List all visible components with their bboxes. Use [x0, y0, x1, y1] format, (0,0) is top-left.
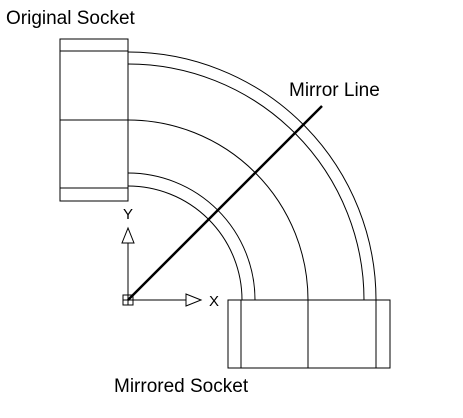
mirrored-socket-outline — [227, 299, 391, 369]
ucs-icon — [122, 243, 186, 306]
y-axis-label: Y — [123, 206, 133, 223]
mirrored-socket-label: Mirrored Socket — [114, 376, 249, 397]
mirror-line-label: Mirror Line — [289, 80, 380, 101]
original-socket — [59, 38, 129, 202]
original-socket-label: Original Socket — [6, 8, 136, 29]
mirror-line — [127, 105, 323, 301]
mirrored-socket — [227, 299, 391, 369]
arrow-up-icon — [121, 226, 135, 244]
x-axis-label: X — [209, 293, 219, 310]
arrow-right-icon — [185, 293, 203, 307]
